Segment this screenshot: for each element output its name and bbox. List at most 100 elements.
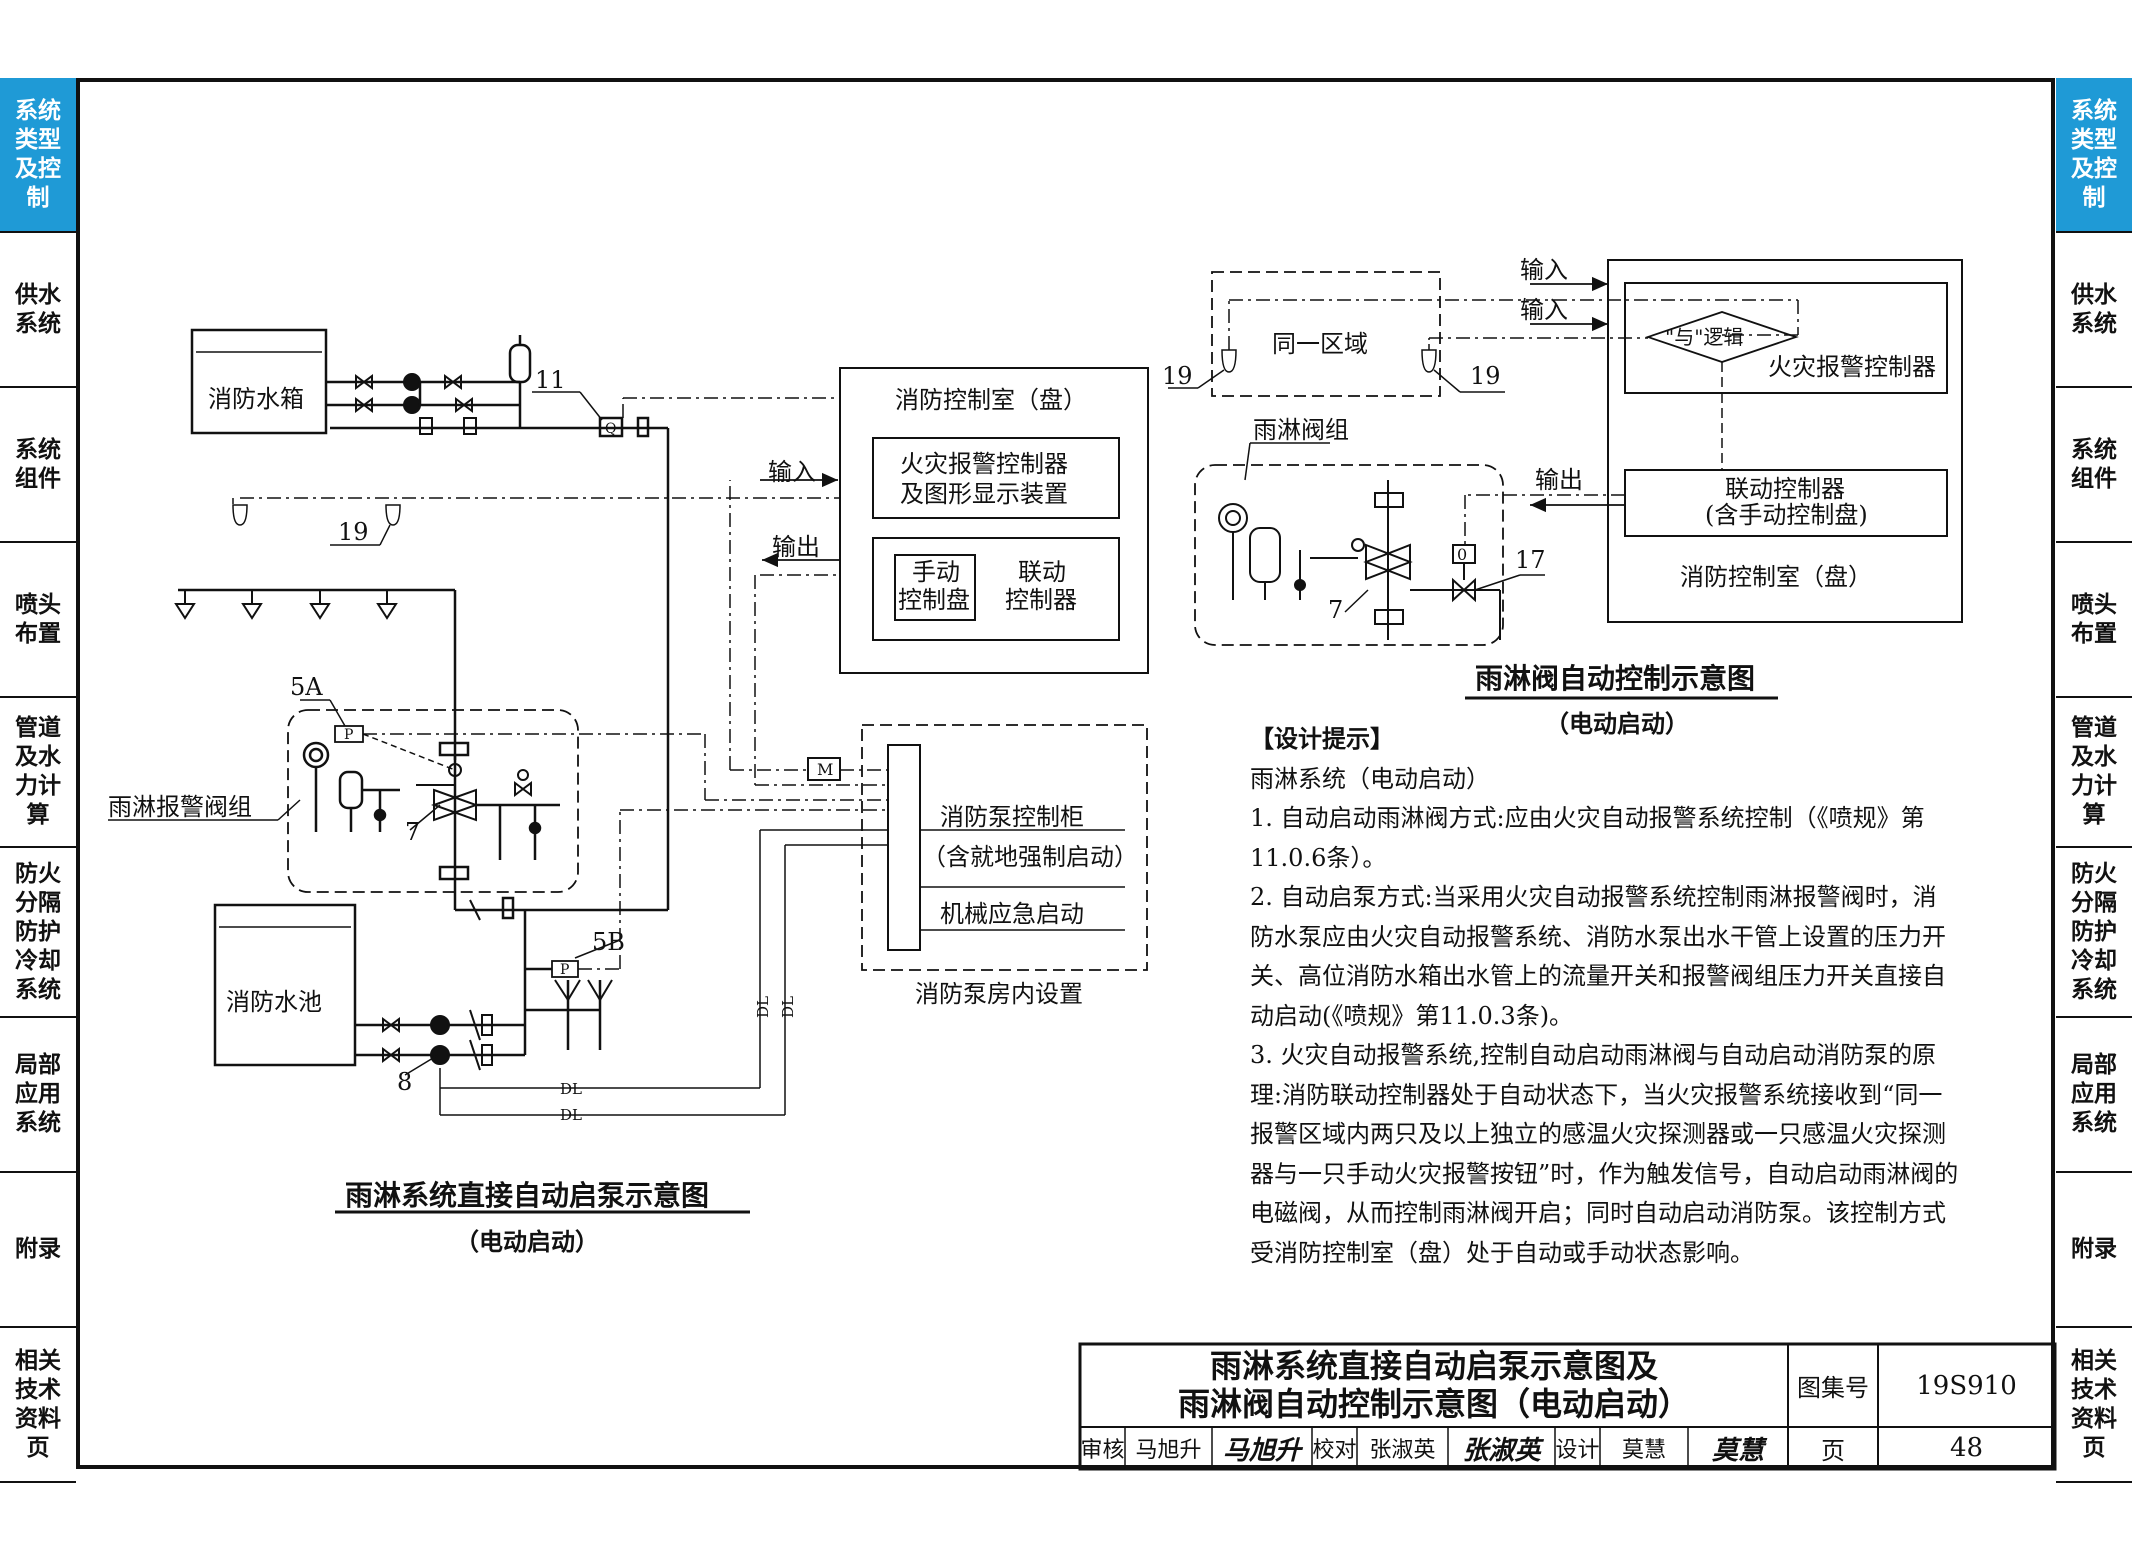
- side-tab-right-2[interactable]: 供水系统: [2056, 233, 2132, 388]
- side-tab-left-4[interactable]: 喷头布置: [0, 543, 76, 698]
- tank-label: 消防水箱: [208, 385, 304, 413]
- num-5b: 5B: [592, 928, 625, 956]
- flow-switch-q: [598, 416, 624, 438]
- hint-item-1: 1. 自动启动雨淋阀方式:应由火灾自动报警系统控制（《喷规》第11.0.6条）。: [1250, 804, 1925, 872]
- pump-control-cabinet: [887, 744, 921, 951]
- atlas-label: 图集号: [1797, 1374, 1869, 1402]
- side-tab-label: 喷头布置: [15, 591, 61, 647]
- side-tab-right-6[interactable]: 防火分隔防护冷却系统: [2056, 848, 2132, 1018]
- hints-system: 雨淋系统（电动启动）: [1250, 764, 1490, 793]
- pool-label: 消防水池: [226, 988, 322, 1016]
- side-tab-label: 供水系统: [2071, 281, 2117, 337]
- linkage-line1: 联动控制器: [1725, 475, 1845, 503]
- drawing-title-line1: 雨淋系统直接自动启泵示意图及: [1209, 1347, 1658, 1385]
- valve-group-label: 雨淋报警阀组: [108, 793, 252, 821]
- designer-signature: 莫慧: [1711, 1435, 1764, 1466]
- designer-name: 莫慧: [1621, 1438, 1666, 1463]
- num-8: 8: [397, 1068, 412, 1096]
- side-tab-right-3[interactable]: 系统组件: [2056, 388, 2132, 543]
- drawing-frame: [76, 78, 2055, 1469]
- side-tab-right-9[interactable]: 相关技术资料页: [2056, 1328, 2132, 1483]
- dl-label-3: DL: [754, 996, 772, 1018]
- linkage-line2: (含手动控制盘): [1705, 501, 1868, 529]
- side-tab-label: 附录: [2071, 1236, 2117, 1262]
- side-tab-label: 相关技术资料页: [2071, 1347, 2117, 1461]
- side-tab-label: 系统组件: [2071, 436, 2117, 492]
- side-tab-label: 喷头布置: [2071, 591, 2117, 647]
- r-num-7: 7: [1328, 596, 1343, 624]
- checker-signature: 张淑英: [1462, 1435, 1541, 1466]
- hints-header: 【设计提示】: [1250, 725, 1394, 753]
- fire-water-tank: [190, 328, 328, 435]
- fire-alarm-controller: 火灾报警控制器: [1768, 353, 1936, 381]
- side-tab-label: 管道及水力计算: [2071, 715, 2117, 828]
- control-room-title: 消防控制室（盘）: [895, 386, 1087, 414]
- side-tab-right-7[interactable]: 局部应用系统: [2056, 1018, 2132, 1173]
- side-tab-left-1[interactable]: 系统类型及控制: [0, 78, 76, 233]
- right-diagram: [1168, 259, 1963, 700]
- left-diagram-title: 雨淋系统直接自动启泵示意图: [345, 1179, 709, 1212]
- right-control-room: [1607, 259, 1963, 623]
- output-label: 输出: [772, 533, 820, 561]
- right-diagram-text: 同一区域 输入 输入 19 19 "与"逻辑 火灾报警控制器 输出 联动控制器 …: [1162, 256, 1936, 738]
- side-tab-right-4[interactable]: 喷头布置: [2056, 543, 2132, 698]
- motor-m: [807, 757, 841, 781]
- cabinet-line1: 消防泵控制柜: [940, 803, 1084, 831]
- manual-panel-2: 控制盘: [898, 586, 970, 614]
- dl-label-4: DL: [779, 996, 797, 1018]
- alarm-line2: 及图形显示装置: [900, 480, 1068, 508]
- m-label: M: [817, 760, 833, 779]
- dl-label-2: DL: [560, 1106, 582, 1124]
- linkage-1: 联动: [1018, 558, 1066, 586]
- hint-item-2: 2. 自动启泵方式:当采用火灾自动报警系统控制雨淋报警阀时，消防水泵应由火灾自动…: [1250, 883, 1946, 1030]
- side-tab-left-6[interactable]: 防火分隔防护冷却系统: [0, 848, 76, 1018]
- side-tab-left-5[interactable]: 管道及水力计算: [0, 698, 76, 848]
- r-output: 输出: [1535, 466, 1583, 494]
- fire-control-room: [839, 367, 1149, 674]
- page-number: 48: [1949, 1433, 1984, 1463]
- side-tab-label: 防火分隔防护冷却系统: [2071, 860, 2117, 1003]
- side-tab-label: 系统组件: [15, 436, 61, 492]
- num-7: 7: [405, 818, 420, 846]
- check-label: 校对: [1312, 1438, 1357, 1463]
- pump-room: [861, 724, 1148, 971]
- drawing-title-line2: 雨淋阀自动控制示意图（电动启动）: [1177, 1385, 1690, 1423]
- num-11: 11: [535, 366, 566, 394]
- input-label: 输入: [768, 458, 816, 486]
- fire-water-pool: [213, 903, 357, 1067]
- deluge-valve-group: [1194, 464, 1504, 646]
- r-num-19-right: 19: [1470, 362, 1501, 390]
- side-tab-label: 防火分隔防护冷却系统: [15, 860, 61, 1003]
- r-control-room: 消防控制室（盘）: [1680, 563, 1872, 591]
- review-label: 审核: [1080, 1438, 1125, 1463]
- side-tab-right-5[interactable]: 管道及水力计算: [2056, 698, 2132, 848]
- side-tab-right-8[interactable]: 附录: [2056, 1173, 2132, 1328]
- right-diagram-subtitle: （电动启动）: [1545, 710, 1689, 738]
- hint-item-3: 3. 火灾自动报警系统,控制自动启动雨淋阀与自动启动消防泵的原理:消防联动控制器…: [1250, 1041, 1959, 1267]
- p-label-5a: P: [344, 727, 353, 743]
- left-diagram-subtitle: （电动启动）: [455, 1228, 599, 1256]
- side-tab-label: 系统类型及控制: [2071, 97, 2117, 211]
- and-logic-diamond: [1645, 311, 1799, 363]
- r-zero: 0: [1457, 545, 1467, 564]
- title-block-grid: [1078, 1342, 2057, 1471]
- q-label: Q: [605, 421, 616, 437]
- r-input-2: 输入: [1520, 296, 1568, 324]
- side-tab-label: 局部应用系统: [15, 1052, 61, 1136]
- side-tab-left-2[interactable]: 供水系统: [0, 233, 76, 388]
- side-tab-right-1[interactable]: 系统类型及控制: [2056, 78, 2132, 233]
- side-tab-label: 管道及水力计算: [15, 715, 61, 828]
- alarm-line1: 火灾报警控制器: [900, 450, 1068, 478]
- left-diagram: [108, 328, 1149, 1214]
- side-tab-left-8[interactable]: 附录: [0, 1173, 76, 1328]
- num-19: 19: [338, 518, 369, 546]
- side-tab-label: 局部应用系统: [2071, 1052, 2117, 1136]
- side-tab-left-7[interactable]: 局部应用系统: [0, 1018, 76, 1173]
- left-diagram-text: 消防水箱 消防水池 雨淋报警阀组 11 19 5A 5B 7 8 Q P P M…: [108, 366, 1138, 1256]
- side-tab-left-3[interactable]: 系统组件: [0, 388, 76, 543]
- side-tab-left-9[interactable]: 相关技术资料页: [0, 1328, 76, 1483]
- reviewer-name: 马旭升: [1135, 1438, 1202, 1463]
- side-tab-label: 系统类型及控制: [15, 97, 61, 211]
- cabinet-line2: （含就地强制启动）: [922, 843, 1138, 871]
